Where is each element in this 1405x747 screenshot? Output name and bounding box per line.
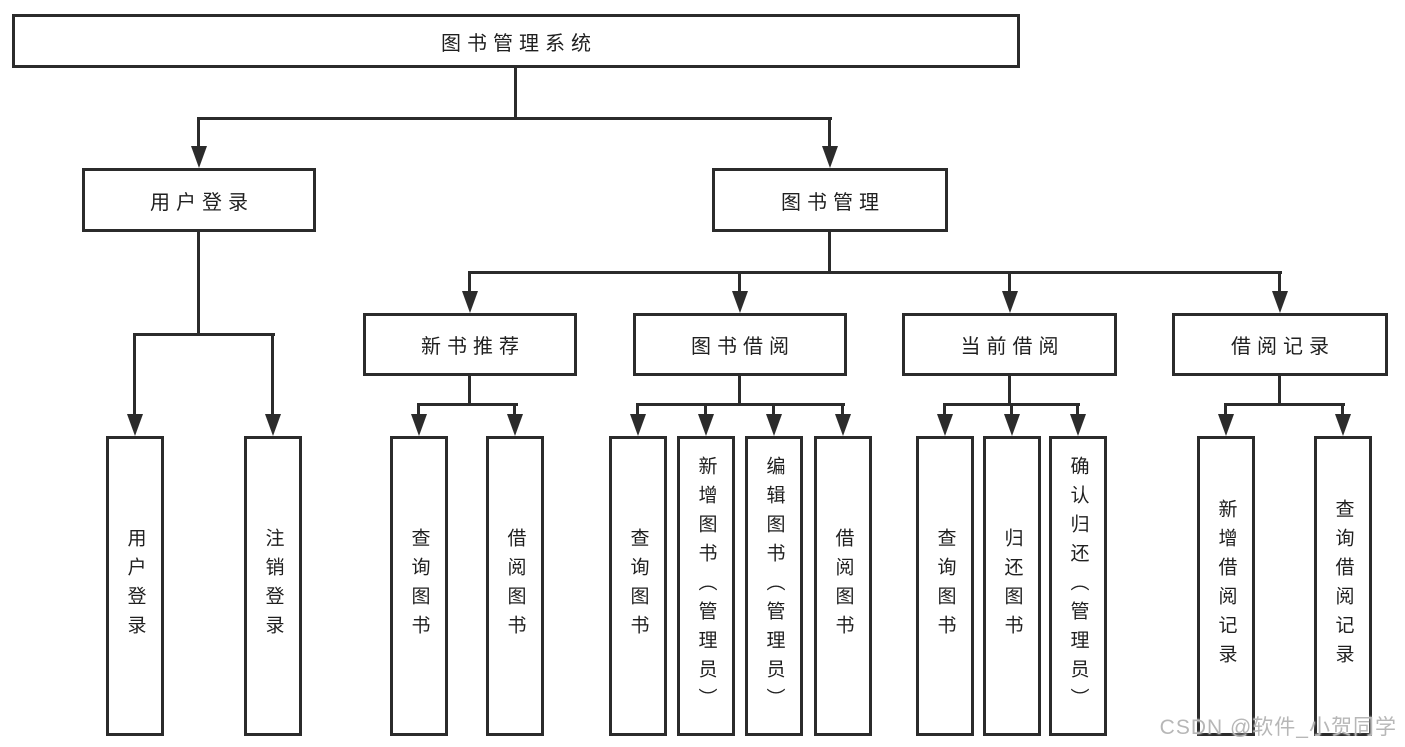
node-current-borrow: 当前借阅 <box>902 313 1117 376</box>
leaf-query-book-2: 查询图书 <box>609 436 667 736</box>
arrowhead <box>937 414 953 436</box>
connector-drop <box>841 403 844 416</box>
arrowhead <box>630 414 646 436</box>
arrowhead <box>265 414 281 436</box>
leaf-query-book-3: 查询图书 <box>916 436 974 736</box>
arrowhead <box>127 414 143 436</box>
connector-root-branch <box>197 117 832 120</box>
leaf-add-borrow-record: 新增借阅记录 <box>1197 436 1255 736</box>
arrowhead <box>507 414 523 436</box>
arrowhead <box>1004 414 1020 436</box>
leaf-add-book-admin: 新增图书（管理员） <box>677 436 735 736</box>
connector-new-book-branch <box>417 403 518 406</box>
connector-drop <box>1076 403 1079 416</box>
arrowhead <box>822 146 838 168</box>
connector-drop-current-borrow <box>1008 271 1011 295</box>
connector-drop <box>704 403 707 416</box>
leaf-user-login: 用户登录 <box>106 436 164 736</box>
leaf-query-borrow-record: 查询借阅记录 <box>1314 436 1372 736</box>
leaf-logout-login: 注销登录 <box>244 436 302 736</box>
connector-drop <box>417 403 420 416</box>
connector-drop <box>1224 403 1227 416</box>
connector-borrow-record-branch <box>1224 403 1345 406</box>
connector-user-login-branch <box>133 333 275 336</box>
leaf-query-book-1: 查询图书 <box>390 436 448 736</box>
connector-new-book-stem <box>468 376 471 405</box>
node-new-book-recommend: 新书推荐 <box>363 313 577 376</box>
leaf-borrow-book-2: 借阅图书 <box>814 436 872 736</box>
arrowhead <box>1272 291 1288 313</box>
arrowhead <box>411 414 427 436</box>
connector-book-borrow-branch <box>636 403 845 406</box>
connector-user-login-stem <box>197 232 200 335</box>
connector-book-borrow-stem <box>738 376 741 405</box>
arrowhead <box>1070 414 1086 436</box>
leaf-confirm-return-admin: 确认归还（管理员） <box>1049 436 1107 736</box>
leaf-borrow-book-1: 借阅图书 <box>486 436 544 736</box>
connector-drop <box>636 403 639 416</box>
connector-drop-borrow-record <box>1278 271 1281 295</box>
csdn-watermark: CSDN @软件_小贺同学 <box>1159 716 1397 739</box>
connector-borrow-record-stem <box>1278 376 1281 405</box>
arrowhead <box>1218 414 1234 436</box>
node-book-management: 图书管理 <box>712 168 948 232</box>
arrowhead <box>766 414 782 436</box>
arrowhead <box>462 291 478 313</box>
connector-book-management-stem <box>828 232 831 274</box>
connector-drop <box>943 403 946 416</box>
connector-book-management-branch <box>468 271 1282 274</box>
connector-drop-book-borrow <box>738 271 741 295</box>
connector-drop-leaf-logout <box>271 333 274 416</box>
connector-drop-user-login <box>197 117 200 148</box>
leaf-edit-book-admin: 编辑图书（管理员） <box>745 436 803 736</box>
arrowhead <box>835 414 851 436</box>
arrowhead <box>698 414 714 436</box>
node-user-login: 用户登录 <box>82 168 316 232</box>
connector-drop <box>1341 403 1344 416</box>
connector-drop <box>772 403 775 416</box>
arrowhead <box>191 146 207 168</box>
arrowhead <box>1002 291 1018 313</box>
connector-root-stem <box>514 68 517 120</box>
arrowhead <box>1335 414 1351 436</box>
connector-drop-book-management <box>828 117 831 148</box>
node-book-borrow: 图书借阅 <box>633 313 847 376</box>
connector-drop <box>513 403 516 416</box>
node-root: 图书管理系统 <box>12 14 1020 68</box>
connector-drop-new-book-recommend <box>468 271 471 295</box>
node-borrow-record: 借阅记录 <box>1172 313 1388 376</box>
connector-drop <box>1010 403 1013 416</box>
connector-drop-leaf-user-login <box>133 333 136 416</box>
arrowhead <box>732 291 748 313</box>
leaf-return-book: 归还图书 <box>983 436 1041 736</box>
connector-current-borrow-stem <box>1008 376 1011 405</box>
